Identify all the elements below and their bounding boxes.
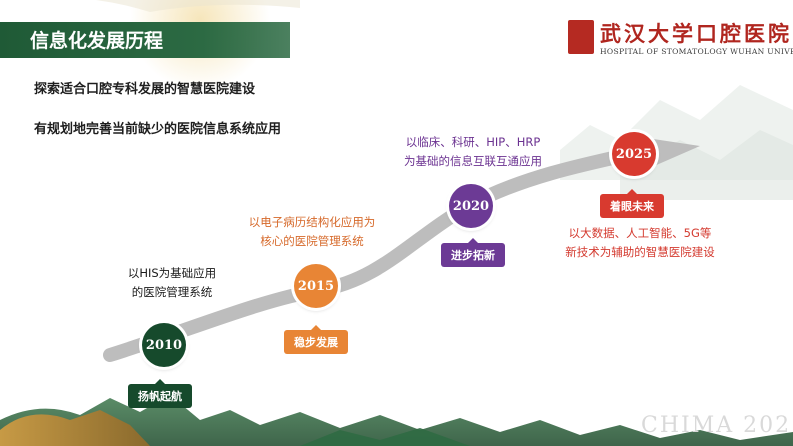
milestone-2015-tag: 稳步发展 — [284, 325, 348, 354]
slide-title: 信息化发展历程 — [30, 30, 164, 52]
milestone-2025-desc: 以大数据、人工智能、5G等 新技术为辅助的智慧医院建设 — [540, 224, 740, 262]
hospital-seal-icon — [568, 20, 594, 54]
milestone-2015-desc: 以电子病历结构化应用为 核心的医院管理系统 — [232, 213, 392, 251]
key-point-2: 有规划地完善当前缺少的医院信息系统应用 — [34, 122, 282, 137]
milestone-2010-desc: 以HIS为基础应用 的医院管理系统 — [92, 264, 252, 302]
milestone-2020-desc-line-2: 为基础的信息互联互通应用 — [404, 154, 542, 168]
title-bar — [0, 22, 290, 58]
milestone-2025-node: 2025 — [612, 132, 656, 176]
key-point-1: 探索适合口腔专科发展的智慧医院建设 — [34, 82, 256, 97]
conference-watermark: CHIMA 202 — [641, 413, 792, 438]
hospital-name-en: HOSPITAL OF STOMATOLOGY WUHAN UNIVERSITY — [600, 47, 793, 56]
milestone-2020-tag: 进步拓新 — [441, 238, 505, 267]
hospital-name-cn: 武汉大学口腔医院 — [600, 21, 792, 46]
milestone-2025-tag: 着眼未来 — [600, 189, 664, 218]
milestone-2025-desc-line-1: 以大数据、人工智能、5G等 — [568, 226, 712, 240]
milestone-2020-desc: 以临床、科研、HIP、HRP 为基础的信息互联互通应用 — [388, 133, 558, 171]
milestone-2010-node: 2010 — [142, 323, 186, 367]
milestone-2020-node: 2020 — [449, 184, 493, 228]
milestone-2025-desc-line-2: 新技术为辅助的智慧医院建设 — [565, 245, 715, 259]
milestone-2020-desc-line-1: 以临床、科研、HIP、HRP — [405, 135, 541, 149]
milestone-2010-desc-line-2: 的医院管理系统 — [131, 285, 213, 299]
milestone-2015-desc-line-1: 以电子病历结构化应用为 — [248, 215, 376, 229]
milestone-2015-desc-line-2: 核心的医院管理系统 — [260, 234, 364, 248]
milestone-2015-node: 2015 — [294, 264, 338, 308]
milestone-2010-desc-line-1: 以HIS为基础应用 — [127, 266, 217, 280]
milestone-2010-tag: 扬帆起航 — [128, 379, 192, 408]
